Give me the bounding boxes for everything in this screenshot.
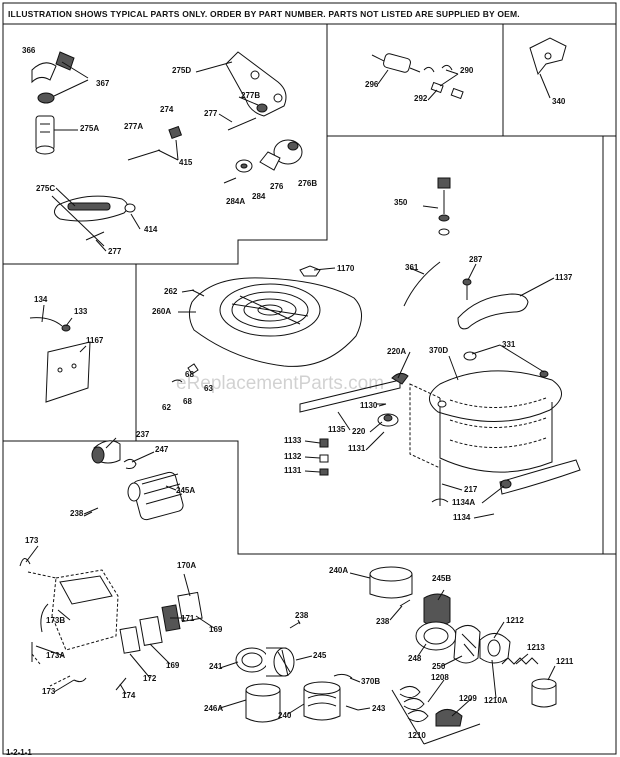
callout-1134A: 1134A — [452, 498, 475, 507]
callout-173: 173 — [25, 536, 39, 545]
callout-366: 366 — [22, 46, 36, 55]
callout-245A: 245A — [176, 486, 195, 495]
callout-1170: 1170 — [337, 264, 355, 273]
callout-277B: 277B — [241, 91, 260, 100]
callout-367: 367 — [96, 79, 110, 88]
callout-63: 63 — [204, 384, 213, 393]
callout-275D: 275D — [172, 66, 191, 75]
callout-277: 277 — [204, 109, 218, 118]
callout-1208: 1208 — [431, 673, 449, 682]
callout-1210A: 1210A — [484, 696, 508, 705]
callout-173: 173 — [42, 687, 56, 696]
callout-1132: 1132 — [284, 452, 302, 461]
callout-1130: 1130 — [360, 401, 378, 410]
callout-275A: 275A — [80, 124, 99, 133]
page-code: 1-2-1-1 — [6, 748, 32, 757]
callout-246A: 246A — [204, 704, 223, 713]
callout-262: 262 — [164, 287, 178, 296]
callout-240A: 240A — [329, 566, 348, 575]
choke-bracket-parts — [29, 304, 91, 403]
callout-370B: 370B — [361, 677, 380, 686]
callout-1209: 1209 — [459, 694, 477, 703]
callout-292: 292 — [414, 94, 428, 103]
callout-1210: 1210 — [408, 731, 426, 740]
callout-260A: 260A — [152, 307, 171, 316]
callout-238: 238 — [70, 509, 84, 518]
blower-housing-parts — [171, 177, 581, 519]
watermark: eReplacementParts.com — [176, 373, 384, 394]
callout-173A: 173A — [46, 651, 65, 660]
callout-415: 415 — [179, 158, 193, 167]
callout-290: 290 — [460, 66, 474, 75]
callout-340: 340 — [552, 97, 566, 106]
callout-331: 331 — [502, 340, 516, 349]
callout-238: 238 — [376, 617, 390, 626]
callout-133: 133 — [74, 307, 88, 316]
filter-element-parts — [219, 566, 557, 745]
callout-284: 284 — [252, 192, 266, 201]
callout-276B: 276B — [298, 179, 317, 188]
callout-296: 296 — [365, 80, 379, 89]
callout-169: 169 — [209, 625, 223, 634]
governor-parts — [31, 51, 303, 252]
callout-1133: 1133 — [284, 436, 302, 445]
callout-171: 171 — [181, 614, 195, 623]
fuel-filter-parts — [371, 37, 567, 101]
callout-361: 361 — [405, 263, 419, 272]
callout-217: 217 — [464, 485, 478, 494]
callout-220: 220 — [352, 427, 366, 436]
callout-173B: 173B — [46, 616, 65, 625]
callout-275C: 275C — [36, 184, 55, 193]
callout-243: 243 — [372, 704, 386, 713]
callout-1137: 1137 — [555, 273, 573, 282]
callout-174: 174 — [122, 691, 136, 700]
callout-274: 274 — [160, 105, 174, 114]
callout-350: 350 — [394, 198, 408, 207]
air-cleaner-parts — [19, 437, 215, 695]
callout-1211: 1211 — [556, 657, 574, 666]
callout-284A: 284A — [226, 197, 245, 206]
callout-245: 245 — [313, 651, 327, 660]
callout-170A: 170A — [177, 561, 196, 570]
callout-1167: 1167 — [86, 336, 104, 345]
callout-134: 134 — [34, 295, 48, 304]
callout-277: 277 — [108, 247, 122, 256]
callout-238: 238 — [295, 611, 309, 620]
callout-1134: 1134 — [453, 513, 471, 522]
callout-248: 248 — [408, 654, 422, 663]
callout-169: 169 — [166, 661, 180, 670]
header-notice: ILLUSTRATION SHOWS TYPICAL PARTS ONLY. O… — [8, 9, 520, 19]
callout-277A: 277A — [124, 122, 143, 131]
callout-250: 250 — [432, 662, 446, 671]
callout-276: 276 — [270, 182, 284, 191]
callout-414: 414 — [144, 225, 158, 234]
callout-62: 62 — [162, 403, 171, 412]
callout-68: 68 — [183, 397, 192, 406]
callout-370D: 370D — [429, 346, 448, 355]
callout-247: 247 — [155, 445, 169, 454]
callout-1131: 1131 — [284, 466, 302, 475]
callout-1135: 1135 — [328, 425, 346, 434]
callout-287: 287 — [469, 255, 483, 264]
callout-1131: 1131 — [348, 444, 366, 453]
callout-237: 237 — [136, 430, 150, 439]
callout-172: 172 — [143, 674, 157, 683]
callout-1212: 1212 — [506, 616, 524, 625]
callout-240: 240 — [278, 711, 292, 720]
callout-220A: 220A — [387, 347, 406, 356]
callout-labels: 366 367 275A 275D 277B 274 277 277A 415 276B 276 28… — [22, 46, 574, 740]
callout-68: 68 — [185, 370, 194, 379]
callout-1213: 1213 — [527, 643, 545, 652]
callout-241: 241 — [209, 662, 223, 671]
callout-245B: 245B — [432, 574, 451, 583]
